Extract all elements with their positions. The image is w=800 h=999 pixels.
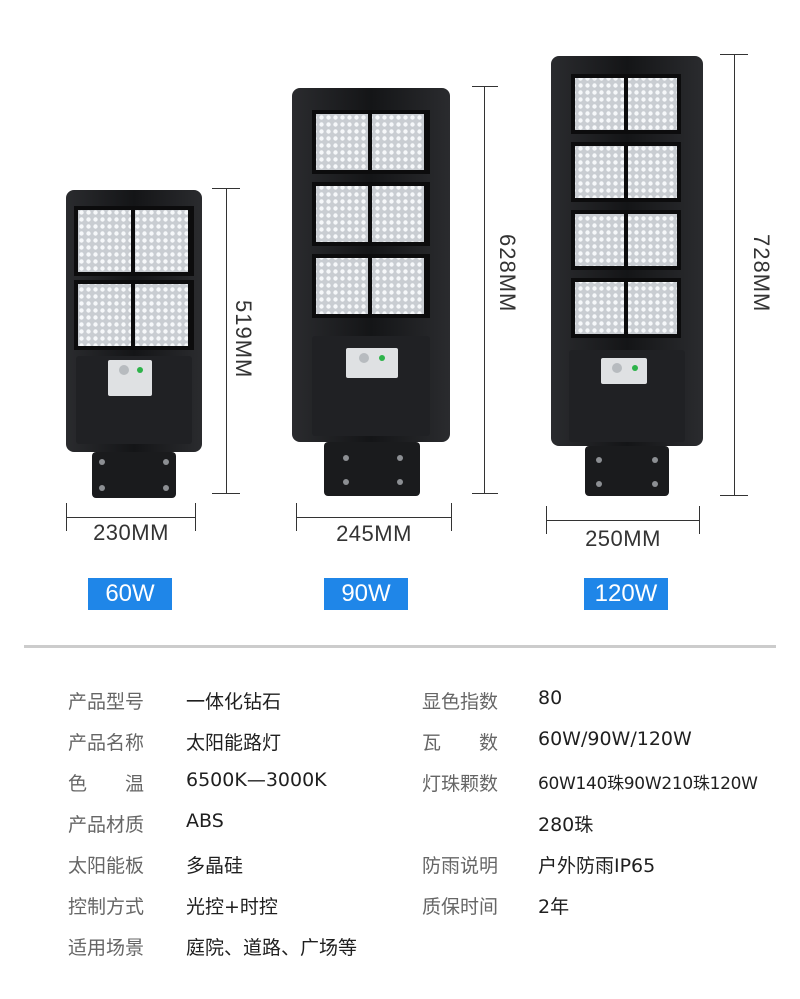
spec-label-led-count: 灯珠颗数 [422, 773, 499, 795]
lamp-60w-image [64, 188, 204, 500]
spec-value-solar-panel: 多晶硅 [186, 855, 244, 877]
spec-value-led-count: 60W140珠90W210珠120W [538, 774, 758, 794]
spec-label-wattage: 瓦 数 [422, 732, 499, 754]
spec-value-wattage: 60W/90W/120W [538, 728, 692, 750]
spec-label-model: 产品型号 [68, 691, 145, 713]
spec-label-color-temp: 色 温 [68, 773, 145, 795]
width-label-60w: 230MM [93, 520, 169, 545]
lamp-120w-image [549, 54, 705, 498]
spec-label-solar-panel: 太阳能板 [68, 855, 145, 877]
wattage-badge-90w: 90W [324, 578, 408, 610]
spec-value-led-count-cont: 280珠 [538, 814, 594, 836]
width-dimension-120w [546, 506, 700, 534]
spec-label-cri: 显色指数 [422, 691, 499, 713]
section-divider [24, 645, 776, 648]
height-label-90w: 628MM [495, 234, 520, 313]
spec-value-color-temp: 6500K—3000K [186, 769, 327, 791]
spec-value-application: 庭院、道路、广场等 [186, 937, 358, 959]
width-label-90w: 245MM [336, 521, 412, 546]
height-label-60w: 519MM [231, 300, 256, 379]
spec-value-name: 太阳能路灯 [186, 732, 282, 754]
height-dimension-60w [212, 188, 240, 494]
spec-label-control: 控制方式 [68, 896, 145, 918]
spec-label-warranty: 质保时间 [422, 896, 499, 918]
spec-value-material: ABS [186, 810, 224, 832]
width-dimension-90w [296, 503, 452, 531]
wattage-badge-60w: 60W [88, 578, 172, 610]
spec-value-control: 光控+时控 [186, 896, 278, 918]
width-dimension-60w [66, 503, 196, 531]
spec-label-name: 产品名称 [68, 732, 145, 754]
spec-value-warranty: 2年 [538, 896, 570, 918]
spec-value-cri: 80 [538, 687, 563, 709]
width-label-120w: 250MM [585, 526, 661, 551]
height-dimension-120w [720, 54, 748, 496]
spec-value-waterproof: 户外防雨IP65 [538, 855, 656, 877]
spec-value-model: 一体化钻石 [186, 691, 282, 713]
spec-label-application: 适用场景 [68, 937, 145, 959]
lamp-90w-image [290, 86, 452, 498]
height-label-120w: 728MM [749, 234, 774, 313]
spec-label-waterproof: 防雨说明 [422, 855, 499, 877]
height-dimension-90w [472, 86, 498, 494]
wattage-badge-120w: 120W [584, 578, 668, 610]
spec-label-material: 产品材质 [68, 814, 145, 836]
